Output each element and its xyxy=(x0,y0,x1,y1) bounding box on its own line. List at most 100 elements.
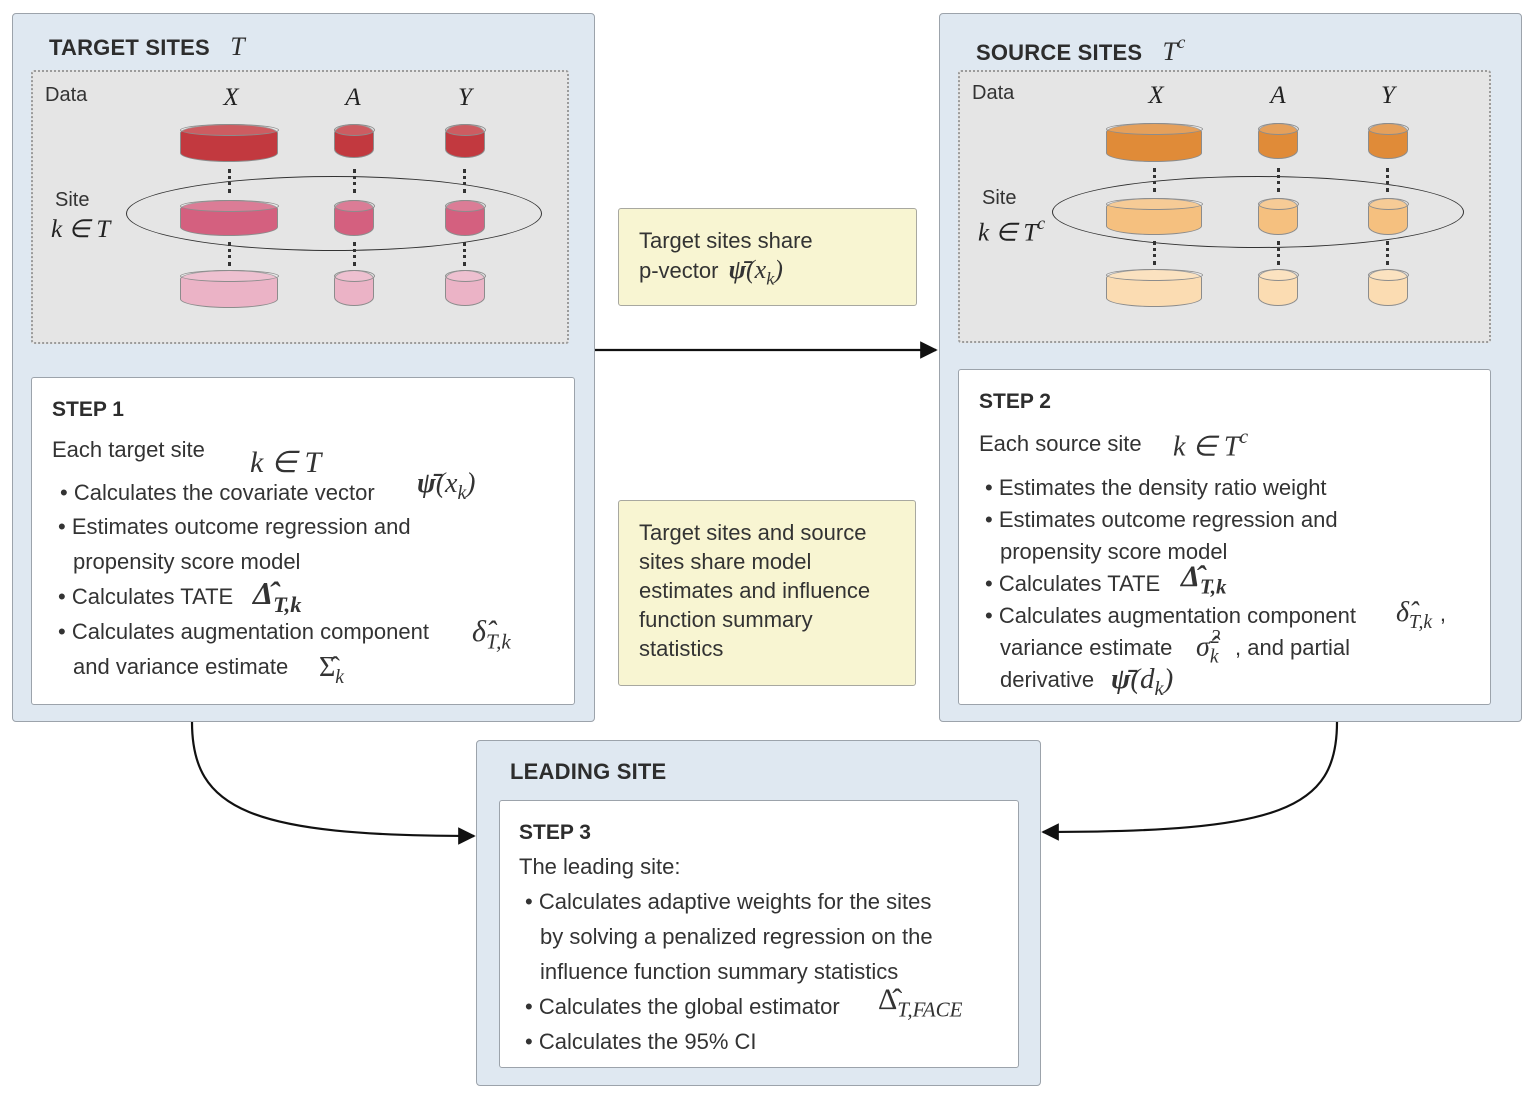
step3-bullet-3-text: Calculates the 95% CI xyxy=(538,1029,757,1054)
step1-bullet-3-math: Δ̂T,k xyxy=(253,574,301,619)
step3-bullet-2: • Calculates the global estimator xyxy=(525,994,840,1019)
source-cylinder-a-bottom xyxy=(1257,268,1299,306)
step2-intro-math-sup: c xyxy=(1239,427,1249,448)
source-title-t: T xyxy=(1162,36,1178,66)
sigma-hat-symbol: Σ̂ xyxy=(319,652,336,683)
source-dots-x-2 xyxy=(1153,241,1156,265)
step3-bullet-1-line-1: Calculates adaptive weights for the site… xyxy=(538,889,932,914)
step2-bullet-4-cont-math: σ̂k2 xyxy=(1196,626,1220,669)
note-top-line-2-text: p-vector xyxy=(639,258,719,283)
sigma-sq-sup: 2 xyxy=(1210,627,1221,648)
step2-psi-bar-symbol: ψ̄ xyxy=(1111,663,1131,695)
step1-title: STEP 1 xyxy=(52,398,124,421)
step2-bullet-1-text: Estimates the density ratio weight xyxy=(998,475,1327,500)
step3-bullet-2-text: Calculates the global estimator xyxy=(538,994,840,1019)
step2-bullet-3: • Calculates TATE xyxy=(985,571,1161,596)
target-dots-y-1 xyxy=(463,169,466,193)
note-psi-bar: ψ̄ xyxy=(728,255,746,284)
source-title-symbol: Tc xyxy=(1162,32,1186,66)
step2-bullet-3-text: Calculates TATE xyxy=(998,571,1161,596)
step2-psi-close: ) xyxy=(1163,663,1174,695)
source-cylinder-a-top xyxy=(1257,122,1299,159)
step2-bullet-4-text: Calculates augmentation component xyxy=(998,603,1356,628)
note-bottom-line-5: statistics xyxy=(639,636,724,661)
target-site-math: k ∈ T xyxy=(51,216,111,243)
sigma-sq-sub: k xyxy=(1209,646,1219,668)
small-delta-hat-symbol: δ̂ xyxy=(472,615,486,648)
step2-bullet-4: • Calculates augmentation component xyxy=(985,603,1356,628)
target-cylinder-y-bottom xyxy=(444,269,486,306)
step3-bullet-1: • Calculates adaptive weights for the si… xyxy=(525,889,932,914)
step1-bullet-4-cont-text: and variance estimate xyxy=(73,654,289,679)
step2-psi-sub: k xyxy=(1154,678,1164,701)
step2-bullet-3-math: Δ̂T,k xyxy=(1181,559,1226,600)
leading-site-title: LEADING SITE xyxy=(510,759,667,784)
target-cylinder-x-bottom xyxy=(179,269,279,308)
source-site-label: Site xyxy=(982,187,1017,209)
step1-intro: Each target site xyxy=(52,437,205,462)
note-top-math: ψ̄(xk) xyxy=(728,254,783,288)
step1-bullet-1-text: Calculates the covariate vector xyxy=(73,480,375,505)
source-sites-title: SOURCE SITES Tc xyxy=(976,32,1185,67)
target-site-ellipse xyxy=(126,176,542,251)
target-cylinder-a-top xyxy=(333,123,375,158)
step2-delta-hat-sub: T,k xyxy=(1199,574,1227,599)
delta-hat-sub: T,k xyxy=(273,591,302,617)
target-dots-x-1 xyxy=(228,169,231,193)
source-data-box: Data X A Y Site k ∈ Tc xyxy=(958,70,1491,343)
sigma-hat-sub: k xyxy=(335,666,344,688)
source-col-y: Y xyxy=(1381,82,1395,109)
step3-box: STEP 3 The leading site: • Calculates ad… xyxy=(499,800,1019,1068)
step2-psi-arg: (d xyxy=(1130,663,1155,695)
source-title-sup: c xyxy=(1177,32,1186,52)
step2-bullet-4-cont: variance estimate xyxy=(1000,635,1173,660)
arrow-source-to-leading xyxy=(1041,721,1339,841)
source-col-a: A xyxy=(1270,82,1286,109)
target-cylinder-a-mid xyxy=(333,199,375,236)
target-cylinder-y-mid xyxy=(444,199,486,236)
source-cylinder-y-bottom xyxy=(1367,268,1409,306)
source-cylinder-x-bottom xyxy=(1105,268,1203,307)
source-dots-a-1 xyxy=(1277,168,1280,192)
sigma-sq-symbol: σ̂ xyxy=(1196,631,1210,663)
psi-close: ) xyxy=(466,468,476,499)
target-sites-title: TARGET SITES T xyxy=(49,32,245,62)
target-data-box: Data X A Y Site k ∈ T xyxy=(31,70,569,344)
step1-bullet-3-text: Calculates TATE xyxy=(71,584,234,609)
note-bottom-line-3: estimates and influence xyxy=(639,578,871,603)
note-bottom-line-2: sites share model xyxy=(639,549,812,574)
source-data-label: Data xyxy=(972,82,1015,104)
step3-bullet-1-line-2: by solving a penalized regression on the xyxy=(540,924,933,949)
target-cylinder-y-top xyxy=(444,123,486,158)
target-title-text: TARGET SITES xyxy=(49,35,210,60)
step2-bullet-2-cont: propensity score model xyxy=(1000,539,1228,564)
step1-bullet-1: • Calculates the covariate vector xyxy=(60,480,375,505)
source-cylinder-x-mid xyxy=(1105,197,1203,235)
source-dots-y-2 xyxy=(1386,241,1389,265)
step3-bullet-2-math: Δ̂T,FACE xyxy=(878,982,962,1023)
step2-bullet-4-cont-after: , and partial xyxy=(1235,635,1350,660)
note-psi-sub: k xyxy=(766,268,775,289)
target-dots-a-1 xyxy=(353,169,356,193)
target-dots-y-2 xyxy=(463,242,466,266)
step1-bullet-4-cont-math: Σ̂k xyxy=(319,650,344,689)
global-delta-sub: T,FACE xyxy=(897,997,963,1022)
target-title-symbol: T xyxy=(230,32,245,61)
step2-bullet-4-math: δ̂T,k , xyxy=(1396,595,1446,634)
step2-intro-math-text: k ∈ T xyxy=(1173,431,1240,463)
step1-bullet-2-cont: propensity score model xyxy=(73,549,301,574)
source-cylinder-y-top xyxy=(1367,122,1409,159)
note-share-p-vector: Target sites share p-vector ψ̄(xk) xyxy=(618,208,917,306)
step2-box: STEP 2 Each source site k ∈ Tc • Estimat… xyxy=(958,369,1491,705)
source-col-x: X xyxy=(1148,82,1164,109)
global-delta-hat: Δ̂ xyxy=(878,983,898,1016)
step2-intro: Each source site xyxy=(979,431,1142,456)
step1-bullet-1-math: ψ̄(xk) xyxy=(417,466,476,505)
target-col-y: Y xyxy=(458,84,472,111)
target-cylinder-a-bottom xyxy=(333,269,375,306)
source-site-math: k ∈ Tc xyxy=(978,213,1045,247)
step1-bullet-2-text: Estimates outcome regression and xyxy=(71,514,411,539)
source-site-ellipse xyxy=(1052,176,1464,248)
target-dots-a-2 xyxy=(353,242,356,266)
